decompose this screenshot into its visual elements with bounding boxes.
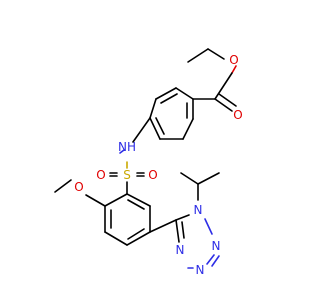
- carbonyl-o-label: O: [233, 108, 242, 122]
- sulfur-label: S: [123, 168, 131, 182]
- ring2-double-2: [127, 228, 145, 240]
- tetrazole-n3-label: N: [196, 263, 205, 277]
- bond-ch-me1: [180, 172, 199, 185]
- ring1-bond-b: [155, 87, 177, 100]
- bond-carbonylc-odouble-b: [218, 93, 237, 107]
- tetrazole-n2-label: N: [212, 239, 221, 253]
- anisole-ring: [104, 193, 151, 246]
- ester-group: [192, 65, 237, 112]
- sulfonyl-o-left-label: O: [96, 168, 105, 182]
- bond-nh-s: [119, 149, 125, 154]
- ring1-bond-c: [149, 98, 157, 119]
- benzoate-ring: [149, 87, 194, 140]
- bond-carbonylc-o-stub: [214, 72, 233, 100]
- methoxy-o-label: O: [74, 180, 83, 194]
- tetrazole-n4-label: N: [176, 243, 185, 257]
- tz-bond-c-n4-double: [181, 221, 185, 239]
- bond-ch-me2: [197, 172, 220, 185]
- sulfonyl-o-right-label: O: [148, 168, 157, 182]
- tz-bond-n2-n3: [206, 254, 215, 265]
- tz-bond-n1-n2: [204, 218, 213, 235]
- ring2-double-3: [127, 199, 145, 210]
- ring1-double-2: [155, 117, 165, 135]
- molecule-canvas: O O NH S O O O N N N N: [54, 48, 243, 277]
- bond-ring-nh: [132, 117, 151, 143]
- bond-ring-tetrazole: [149, 219, 177, 233]
- bond-o-ch3: [54, 179, 72, 193]
- bond-o-carbonylc: [231, 65, 237, 74]
- ring2-bond-f: [126, 193, 151, 207]
- ethyl-group: [187, 48, 225, 63]
- nh-label: NH: [118, 140, 136, 154]
- structure-drawing: O O NH S O O O N N N N: [54, 48, 243, 277]
- ester-o-label: O: [229, 53, 238, 67]
- sulfonyl-group: [109, 161, 145, 195]
- ring1-bond-d: [149, 117, 161, 140]
- tetrazole-n1-label: N: [194, 203, 203, 217]
- ring1-bond-a: [175, 87, 194, 100]
- bond-ring-ome: [85, 194, 106, 207]
- tz-bond-c-n4: [175, 219, 180, 243]
- bond-ch3-ch2: [187, 48, 209, 63]
- bond-carbonylc-odouble-a: [214, 98, 233, 112]
- methoxy-group: [54, 179, 106, 207]
- tetrazole-ring: [175, 214, 220, 269]
- tz-bond-n2-n3-double: [211, 255, 220, 267]
- ring1-double-1: [160, 93, 178, 104]
- bond-ch2-o: [207, 48, 225, 60]
- ring1-bond-f: [182, 118, 194, 140]
- ring2-bond-a: [104, 193, 128, 207]
- ring2-bond-c: [104, 231, 128, 246]
- isopropyl-group: [180, 172, 220, 201]
- ring2-bond-d: [126, 231, 151, 246]
- tz-bond-c-n1: [175, 214, 190, 221]
